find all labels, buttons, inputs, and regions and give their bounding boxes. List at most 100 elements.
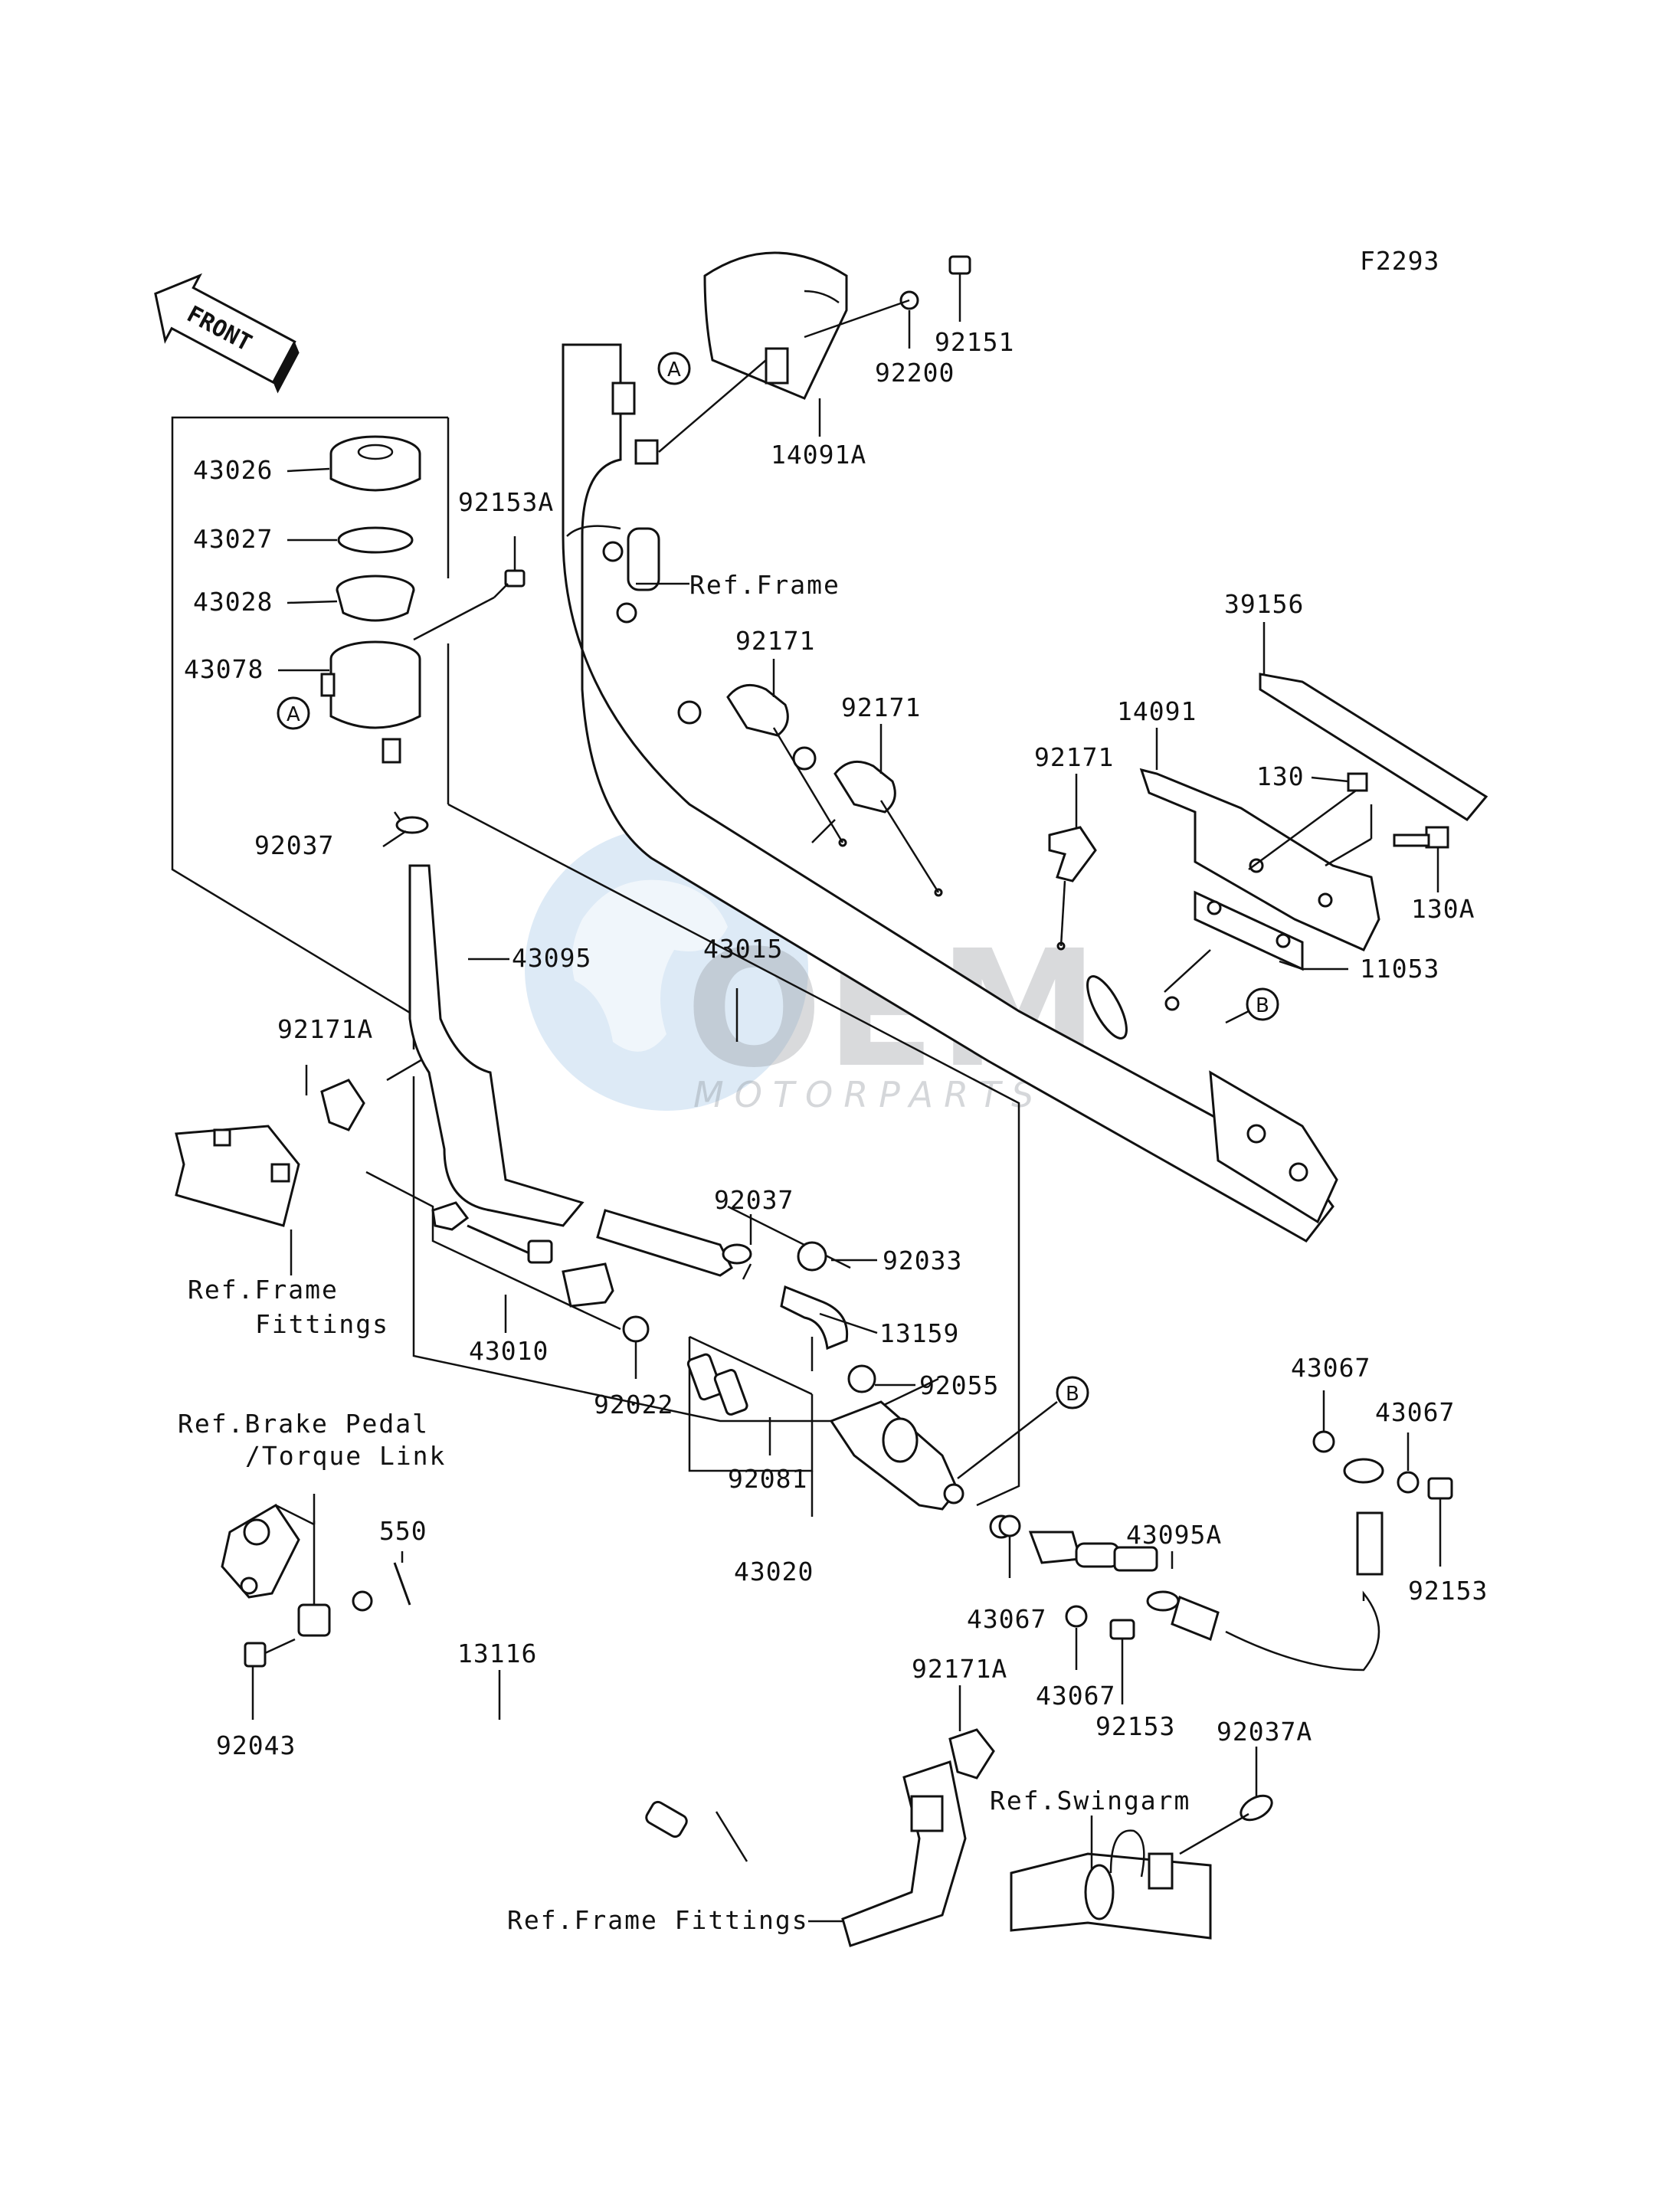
label-43095A: 43095A: [1126, 1520, 1222, 1550]
circlip-92033: [797, 1241, 827, 1272]
label-43078: 43078: [184, 654, 264, 684]
pin-92043: [244, 1638, 296, 1668]
o-ring-92055: [847, 1364, 876, 1393]
pushrod-43010: [431, 1201, 614, 1308]
bolt-130A: [1393, 826, 1449, 849]
label-130A: 130A: [1411, 894, 1475, 924]
label-92171-3: 92171: [1034, 742, 1114, 772]
part-labels: 92151 92200 14091A 43026 43027 43028 430…: [178, 327, 1488, 1935]
clip-92037: [393, 811, 429, 834]
reservoir-43078: [320, 640, 421, 764]
callout-b-center: B: [1056, 1376, 1089, 1410]
label-92153A: 92153A: [458, 487, 554, 517]
washer-43067-2: [1065, 1605, 1088, 1628]
svg-text:A: A: [667, 359, 681, 381]
diaphragm-43028: [336, 575, 415, 622]
callout-a-top: A: [657, 352, 691, 385]
label-ref-brake-pedal-1: Ref.Brake Pedal: [178, 1409, 429, 1439]
label-43020: 43020: [734, 1557, 814, 1586]
pin-550: [393, 1562, 411, 1606]
clamp-92171A-bottom: [948, 1728, 995, 1780]
clamp-92171-3: [1048, 826, 1097, 882]
swingarm: [1010, 1829, 1212, 1940]
label-92081: 92081: [728, 1464, 807, 1494]
label-43095: 43095: [512, 943, 591, 973]
fitting-13159: [780, 1285, 849, 1351]
washer-near-550: [352, 1590, 373, 1612]
label-92033: 92033: [883, 1246, 962, 1275]
label-39156: 39156: [1224, 589, 1304, 619]
watermark-sub: MOTORPARTS: [693, 1074, 1044, 1115]
reservoir-cap-43026: [329, 435, 421, 492]
leader-lines: [251, 295, 1442, 1923]
label-92037-lower: 92037: [714, 1185, 794, 1215]
label-43028: 43028: [193, 587, 273, 617]
washer-43067-4: [1397, 1471, 1420, 1494]
label-13116: 13116: [457, 1639, 537, 1668]
label-43067-1: 43067: [1291, 1353, 1371, 1383]
callout-a-left: A: [277, 696, 310, 730]
master-cylinder-43015: [829, 1400, 964, 1511]
clamp-92171-2: [833, 760, 896, 814]
label-92151: 92151: [935, 327, 1014, 357]
label-92200: 92200: [875, 358, 955, 388]
label-43067-3: 43067: [967, 1604, 1046, 1634]
label-92037A: 92037A: [1217, 1717, 1312, 1747]
label-43026: 43026: [193, 455, 273, 485]
diaphragm-plate-43027: [337, 526, 414, 554]
label-92153-1: 92153: [1095, 1711, 1175, 1741]
label-13159: 13159: [879, 1318, 959, 1348]
bolt-92153-1: [1109, 1619, 1135, 1640]
rod-13116: [297, 1603, 688, 1838]
label-92171A-bottom: 92171A: [912, 1654, 1007, 1684]
washer-43067-1: [998, 1514, 1021, 1537]
label-130: 130: [1256, 761, 1305, 791]
snap-ring-92022: [622, 1315, 650, 1343]
label-92043: 92043: [216, 1730, 296, 1760]
brake-line-43095A: [989, 1458, 1384, 1671]
cover-14091A: [611, 251, 848, 465]
svg-text:B: B: [1066, 1383, 1079, 1406]
label-92055: 92055: [919, 1370, 999, 1400]
bolt-92151: [948, 255, 971, 295]
label-92171-1: 92171: [735, 626, 815, 656]
bolt-92153-2: [1427, 1477, 1453, 1500]
label-ref-frame-fittings-1: Ref.Frame: [188, 1275, 339, 1305]
label-ref-frame: Ref.Frame: [689, 570, 840, 600]
label-92171-2: 92171: [841, 692, 921, 722]
heat-shield-39156: [1259, 673, 1488, 821]
bolt-130: [1347, 772, 1368, 792]
clip-92037A: [1240, 1794, 1273, 1822]
label-ref-frame-fittings-2: Fittings: [255, 1309, 389, 1339]
label-43010: 43010: [469, 1336, 549, 1366]
svg-text:B: B: [1256, 994, 1269, 1017]
frame-fittings-bottom: [841, 1760, 967, 1947]
frame-tube: [562, 343, 1338, 1243]
front-arrow-icon: FRONT: [154, 273, 300, 394]
watermark-continents: [571, 879, 728, 1052]
label-14091A: 14091A: [771, 440, 866, 470]
label-92153-2: 92153: [1408, 1576, 1488, 1606]
hose-43095: [408, 864, 585, 1227]
label-43067-4: 43067: [1036, 1681, 1115, 1711]
label-11053: 11053: [1360, 954, 1439, 984]
label-92171A-left: 92171A: [277, 1014, 373, 1044]
label-43067-2: 43067: [1375, 1397, 1455, 1427]
group-outlines: [171, 416, 1020, 1862]
hose-43095-lower: [596, 1209, 733, 1277]
label-14091: 14091: [1117, 696, 1197, 726]
bolt-92153A: [493, 569, 526, 598]
label-43027: 43027: [193, 524, 273, 554]
diagram-code: F2293: [1360, 246, 1439, 276]
piston-43020: [686, 1353, 748, 1416]
label-550: 550: [379, 1516, 427, 1546]
svg-text:A: A: [287, 703, 300, 726]
clamp-92171-1: [726, 683, 789, 737]
torque-link-bracket: [221, 1503, 300, 1599]
label-92022: 92022: [594, 1390, 673, 1419]
clip-92037-lower: [722, 1243, 752, 1265]
callout-b-right: B: [1246, 987, 1279, 1021]
frame-fittings-left: [175, 1125, 300, 1227]
label-92037: 92037: [254, 830, 334, 860]
